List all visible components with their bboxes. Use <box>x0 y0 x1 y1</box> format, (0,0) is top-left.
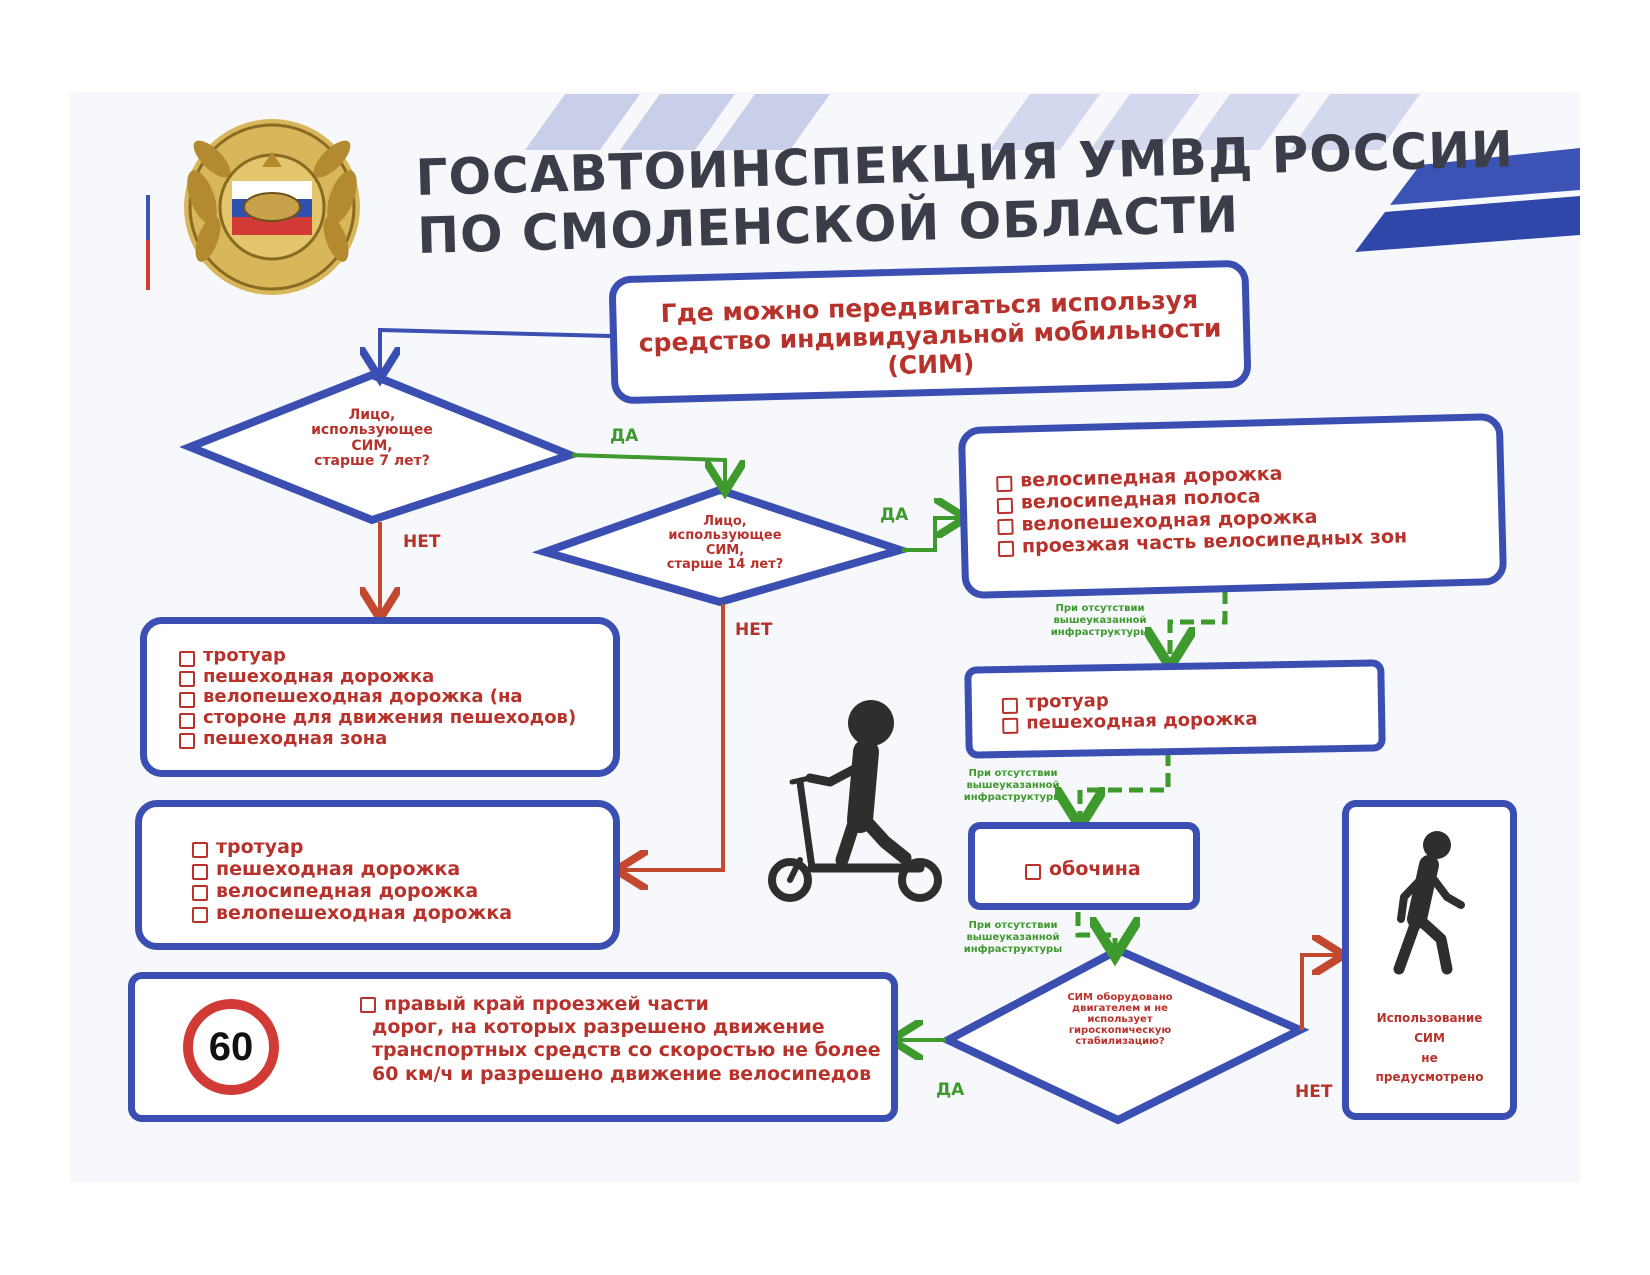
absence-note-line: вышеуказанной <box>1053 615 1147 626</box>
absence-note-line: При отсутствии <box>968 920 1058 931</box>
decision-motor-line: использует <box>1087 1014 1153 1025</box>
decision-diamond-motor <box>939 945 1310 1125</box>
walking-person-icon <box>1393 831 1465 975</box>
yes-label-age14: ДА <box>880 505 909 525</box>
box-over-14: велосипедная дорожка велосипедная полоса… <box>957 412 1508 600</box>
list-item: стороне для движения пешеходов) <box>179 707 613 729</box>
absence-note-2: При отсутствии вышеуказанной инфраструкт… <box>963 768 1063 804</box>
decision-age7-line: Лицо, <box>348 407 396 423</box>
question-box: Где можно передвигаться используя средст… <box>608 259 1252 405</box>
absence-note-1: При отсутствии вышеуказанной инфраструкт… <box>1050 603 1150 639</box>
road-line-4: 60 км/ч и разрешено движение велосипедов <box>372 1062 872 1085</box>
decision-motor-line: гироскопическую <box>1068 1025 1172 1036</box>
list-item: велосипедная дорожка <box>192 880 613 903</box>
absence-note-line: вышеуказанной <box>966 780 1060 791</box>
yes-label-age7: ДА <box>610 426 639 446</box>
yes-label-motor: ДА <box>936 1080 965 1100</box>
no-label-motor: НЕТ <box>1295 1082 1333 1102</box>
decision-age14-line: использующее <box>668 528 782 544</box>
absence-note-line: инфраструктуры <box>963 792 1063 803</box>
absence-note-line: инфраструктуры <box>963 944 1063 955</box>
list-item: тротуар <box>179 645 613 667</box>
speed-limit-value: 60 <box>208 1024 254 1069</box>
decision-motor-line: СИМ оборудовано <box>1067 992 1173 1003</box>
decision-age7-text: Лицо, использующее СИМ, старше 7 лет? <box>292 407 452 470</box>
decision-age14-line: Лицо, <box>703 514 747 529</box>
decision-motor-line: двигателем и не <box>1072 1003 1168 1014</box>
box-road-edge: 60 правый край проезжей части дорог, на … <box>128 972 898 1122</box>
absence-note-line: При отсутствии <box>1055 603 1145 614</box>
decision-age14-line: старше 14 лет? <box>666 556 784 572</box>
list-item: велопешеходная дорожка <box>192 902 613 925</box>
box-under-7: тротуар пешеходная дорожка велопешеходна… <box>140 617 620 777</box>
list-item: пешеходная дорожка <box>179 666 613 688</box>
box-7-to-14: тротуар пешеходная дорожка велосипедная … <box>135 800 620 950</box>
prohibited-line: предусмотрено <box>1375 1070 1484 1085</box>
box-shoulder: обочина <box>968 822 1200 910</box>
no-label-age14: НЕТ <box>735 620 773 640</box>
list-item: пешеходная дорожка <box>192 858 613 881</box>
absence-note-line: инфраструктуры <box>1050 627 1150 638</box>
decision-age7-line: СИМ, <box>351 437 393 454</box>
list-item: велопешеходная дорожка (на <box>179 687 613 708</box>
list-item: пешеходная дорожка <box>1002 707 1378 734</box>
box-prohibited: Использование СИМ не предусмотрено <box>1342 800 1517 1120</box>
traffic-police-emblem-icon <box>184 119 360 295</box>
list-item: пешеходная зона <box>179 728 613 750</box>
absence-note-line: вышеуказанной <box>966 932 1060 943</box>
prohibited-line: не <box>1421 1050 1438 1065</box>
list-item: обочина <box>1025 858 1193 881</box>
decision-motor-text: СИМ оборудовано двигателем и не использу… <box>1050 992 1190 1047</box>
speed-limit-sign-icon: 60 <box>183 999 279 1095</box>
no-label-age7: НЕТ <box>403 532 441 552</box>
road-line-3: транспортных средств со скоростью не бол… <box>372 1039 881 1062</box>
decision-age7-line: использующее <box>311 422 433 439</box>
prohibited-line: СИМ <box>1414 1030 1445 1045</box>
prohibited-line: Использование <box>1376 1011 1483 1025</box>
header-stripes <box>146 94 1580 290</box>
decision-age14-text: Лицо, использующее СИМ, старше 14 лет? <box>645 514 805 572</box>
decision-motor-line: стабилизацию? <box>1075 1036 1165 1047</box>
absence-note-line: При отсутствии <box>968 768 1058 779</box>
decision-age14-line: СИМ, <box>705 542 745 558</box>
decision-diamond-age14 <box>531 485 914 607</box>
decision-age7-line: старше 7 лет? <box>314 453 430 470</box>
absence-note-3: При отсутствии вышеуказанной инфраструкт… <box>963 920 1063 956</box>
list-item: тротуар <box>192 836 613 859</box>
road-line-2: дорог, на которых разрешено движение <box>372 1016 825 1039</box>
road-line-1: правый край проезжей части <box>384 993 709 1015</box>
checkbox-icon <box>360 997 376 1013</box>
box-sidewalk: тротуар пешеходная дорожка <box>964 659 1386 759</box>
decision-diamond-age7 <box>179 370 582 525</box>
